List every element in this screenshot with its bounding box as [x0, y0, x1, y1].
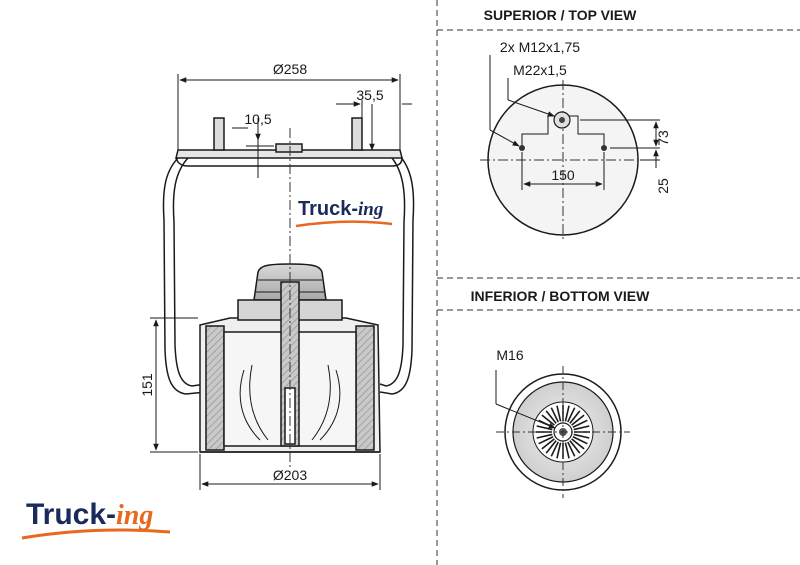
dim-hole-spacing: 150 — [551, 167, 575, 183]
bottom-spoke — [550, 407, 559, 423]
bottom-spoke — [572, 436, 588, 445]
bottom-spoke — [567, 407, 576, 423]
brand-logo: Truck-ing — [21, 498, 171, 540]
bottom-spoke — [573, 433, 590, 439]
bottom-spoke — [564, 405, 570, 422]
panel-dividers — [436, 0, 800, 565]
part-brand-main: Truck- — [298, 198, 358, 220]
part-brand-suffix: ing — [358, 199, 383, 220]
side-view — [162, 117, 415, 453]
bottom-spoke — [571, 438, 585, 450]
dim-top-diameter: Ø258 — [273, 61, 307, 77]
bottom-spoke — [536, 425, 553, 431]
bottom-dimension-lines — [495, 370, 556, 429]
bottom-spoke — [556, 405, 562, 422]
dim-bottom-diameter: Ø203 — [273, 467, 307, 483]
label-center-port: M22x1,5 — [513, 62, 567, 78]
dim-vert-offset-lower: 25 — [655, 178, 671, 194]
bottom-spoke — [556, 442, 562, 459]
label-studs: 2x M12x1,75 — [500, 39, 580, 55]
bottom-spoke — [573, 425, 590, 431]
bottom-view — [496, 366, 630, 498]
top-view-heading: SUPERIOR / TOP VIEW — [484, 7, 638, 23]
bottom-spoke — [571, 414, 585, 426]
bottom-spoke — [538, 436, 554, 445]
top-dimension-lines — [489, 55, 660, 190]
label-bottom-thread: M16 — [496, 347, 523, 363]
bottom-spoke — [550, 441, 559, 457]
bottom-spoke — [545, 410, 557, 424]
dim-stud-offset: 35,5 — [356, 87, 383, 103]
bottom-spoke — [567, 441, 576, 457]
dim-height: 151 — [139, 373, 155, 397]
side-dimension-lines — [150, 74, 412, 490]
svg-text:Truck-ing: Truck-ing — [26, 498, 153, 531]
dim-vert-offset-upper: 73 — [655, 130, 671, 146]
bottom-spoke — [536, 433, 553, 439]
bottom-spoke — [564, 442, 570, 459]
top-view — [480, 80, 646, 240]
bottom-spoke — [545, 440, 557, 454]
bottom-spoke — [541, 438, 555, 450]
bottom-spoke — [569, 440, 581, 454]
bottom-view-heading: INFERIOR / BOTTOM VIEW — [471, 288, 650, 304]
bottom-spoke — [569, 410, 581, 424]
svg-text:Truck-ing: Truck-ing — [298, 198, 383, 220]
logo-suffix-text: ing — [116, 500, 153, 531]
part-brand-logo: Truck-ing — [295, 198, 393, 228]
logo-main-text: Truck- — [26, 498, 116, 531]
dim-stud-spacing: 10,5 — [244, 111, 271, 127]
bottom-spoke — [572, 419, 588, 428]
